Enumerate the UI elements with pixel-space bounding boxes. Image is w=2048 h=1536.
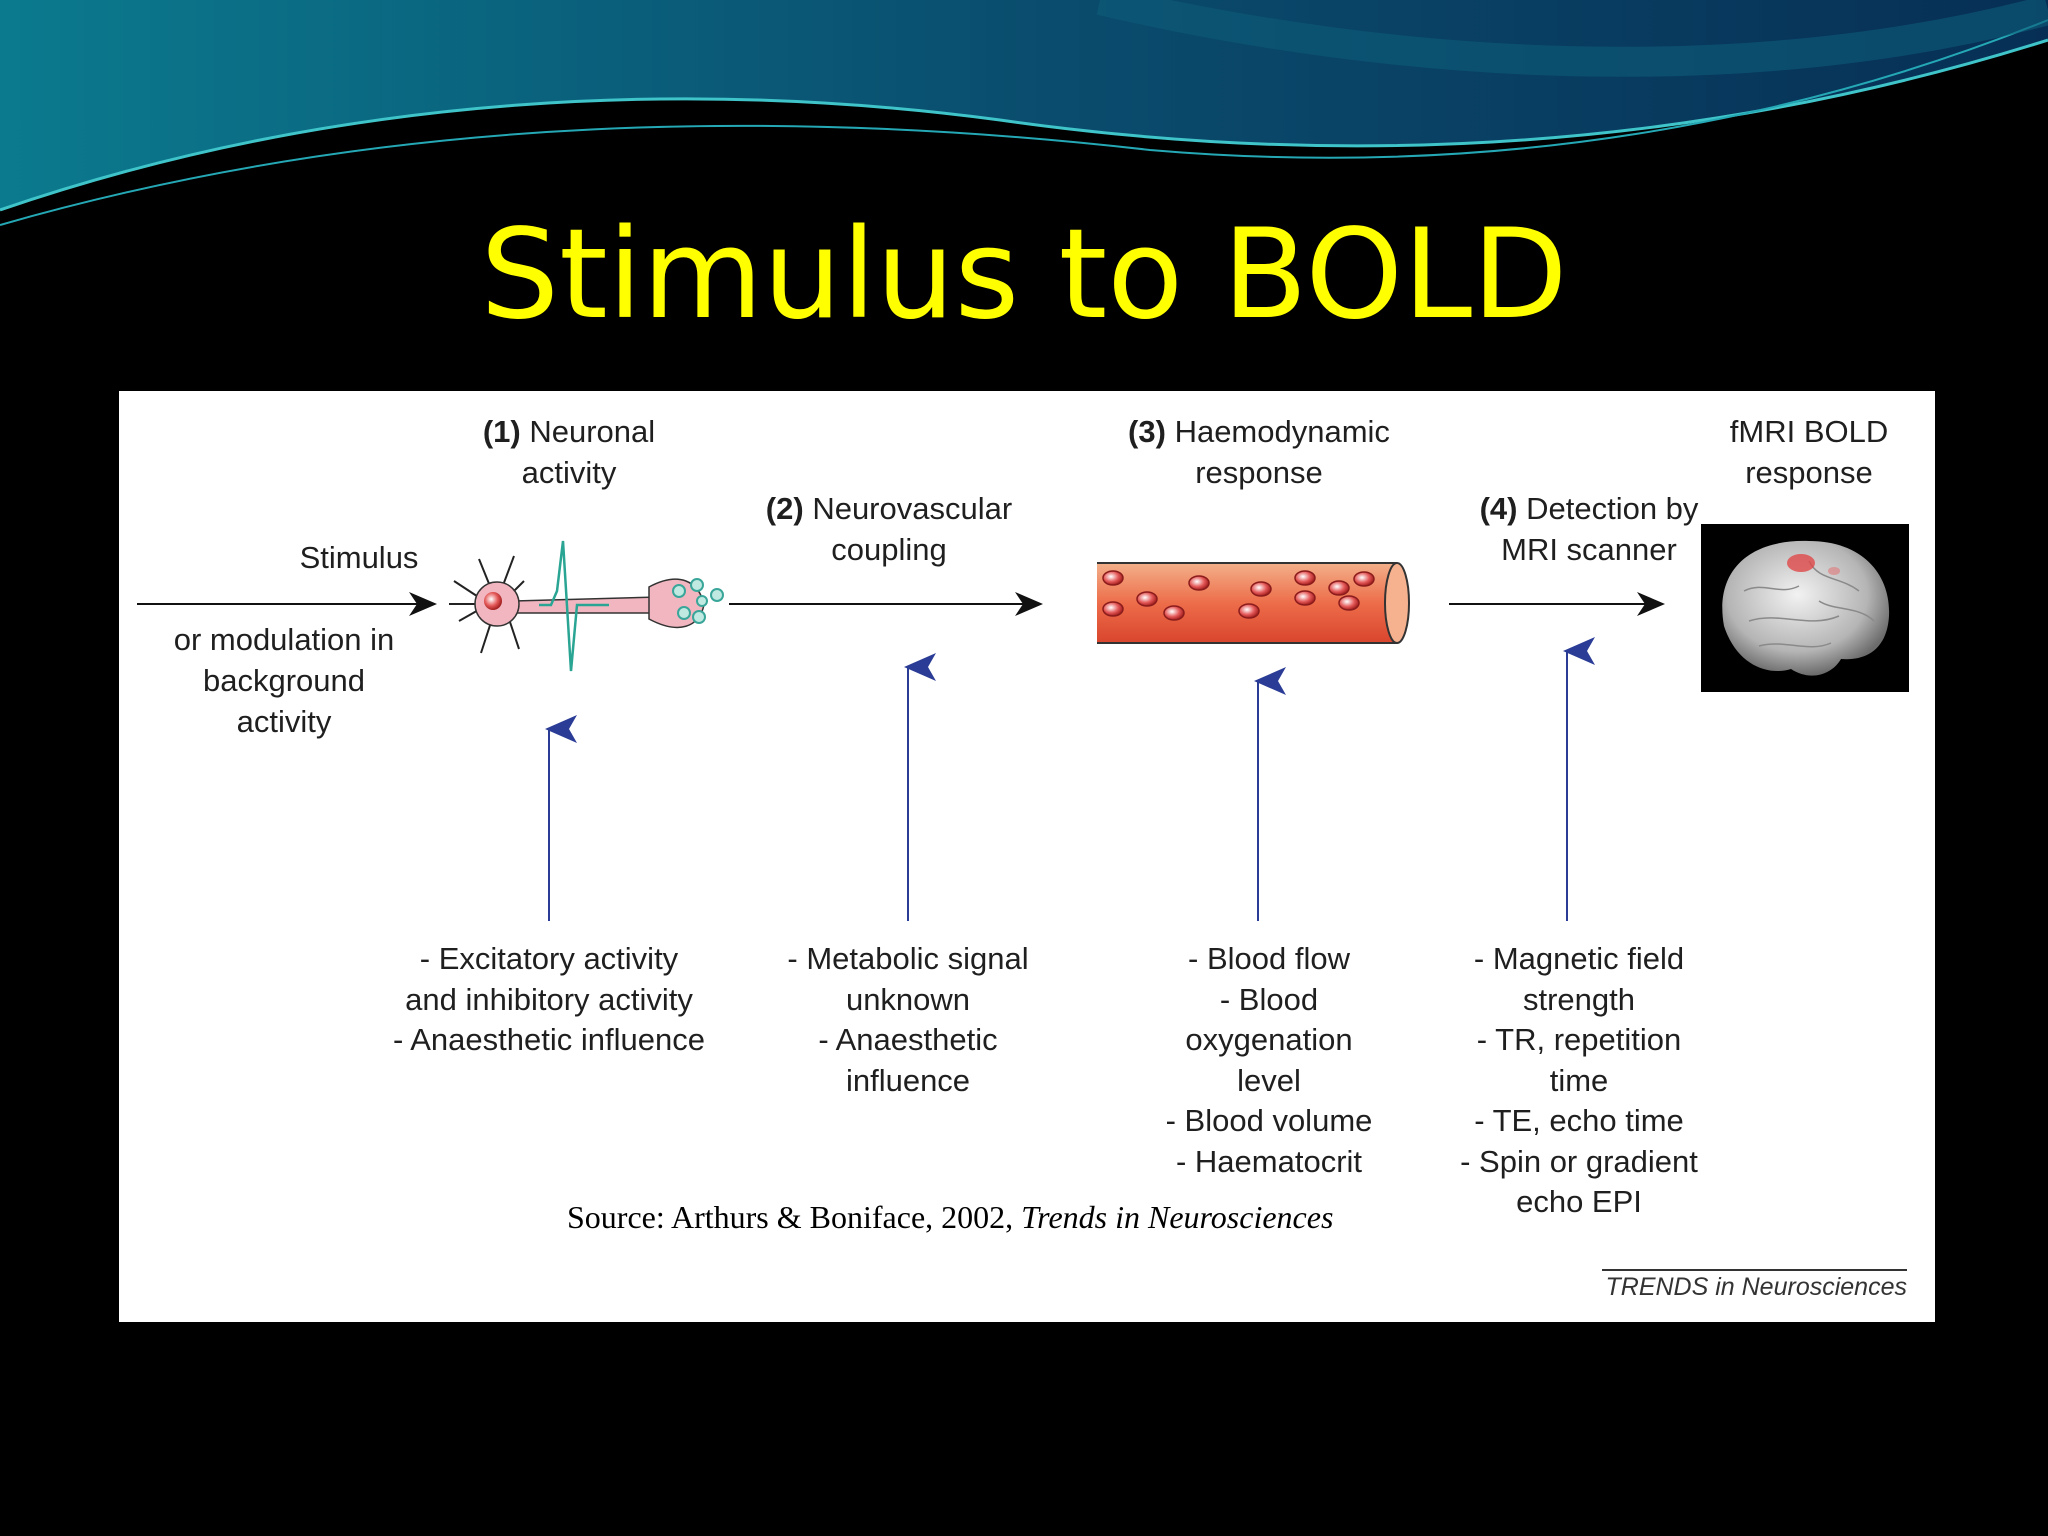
stimulus-label: Stimulus	[299, 540, 419, 575]
stage-3-header: (3) Haemodynamic response	[1128, 414, 1390, 490]
figure-panel: Stimulus or modulation in background act…	[119, 391, 1935, 1322]
source-citation: Source: Arthurs & Boniface, 2002, Trends…	[567, 1199, 1334, 1235]
diagram-graphics	[137, 524, 1909, 921]
stage-1-header: (1) Neuronal activity	[482, 414, 656, 490]
brain-scan-icon	[1701, 524, 1909, 692]
stage-2-header: (2) Neurovascular coupling	[765, 491, 1013, 567]
influence-notes-4: - Magnetic field strength - TR, repetiti…	[1460, 941, 1698, 1219]
influence-notes-3: - Blood flow - Blood oxygenation level -…	[1165, 941, 1373, 1179]
stage-5-header: fMRI BOLD response	[1729, 414, 1889, 490]
slide-title: Stimulus to BOLD	[480, 203, 1568, 347]
influence-notes-1: - Excitatory activity and inhibitory act…	[393, 941, 705, 1057]
stimulus-sublabel: or modulation in background activity	[173, 622, 395, 739]
influence-notes-2: - Metabolic signal unknown - Anaesthetic…	[787, 941, 1029, 1098]
neuron-icon	[449, 540, 724, 672]
header-wave-decoration	[0, 0, 2048, 226]
stage-4-header: (4) Detection by MRI scanner	[1479, 491, 1699, 567]
journal-credit: TRENDS in Neurosciences	[1602, 1269, 1907, 1302]
blood-vessel-icon	[1097, 562, 1410, 644]
